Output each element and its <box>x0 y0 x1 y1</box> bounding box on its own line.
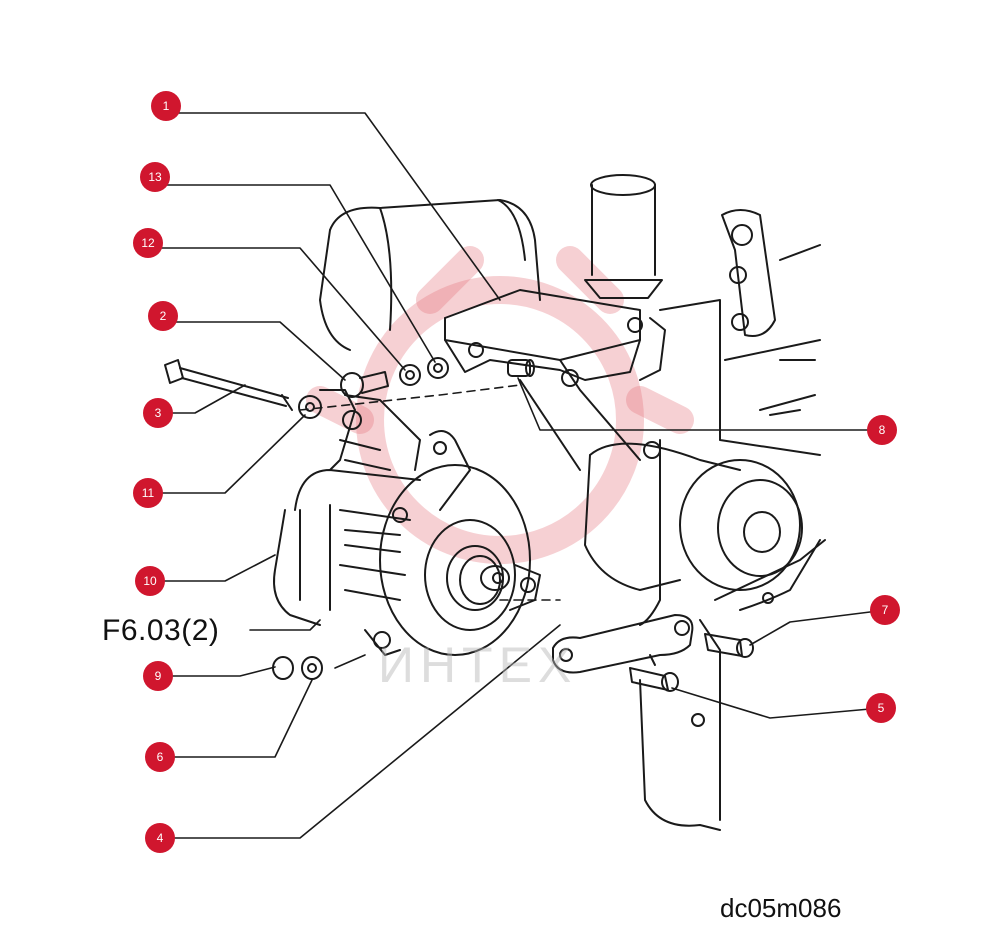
callout-5: 5 <box>866 693 896 723</box>
alignment-dash-lines <box>299 384 561 601</box>
reference-label: F6.03(2) <box>102 614 220 647</box>
callout-6: 6 <box>145 742 175 772</box>
callout-3-label: 3 <box>155 406 162 420</box>
water-pump-pulley <box>584 441 803 591</box>
callout-11: 11 <box>133 478 163 508</box>
bolt-5 <box>629 667 679 692</box>
nut-2 <box>340 371 389 398</box>
bolt-7 <box>704 633 754 658</box>
drawing-code: dc05m086 <box>720 893 842 923</box>
callout-11-label: 11 <box>142 486 155 500</box>
callout-8: 8 <box>867 415 897 445</box>
callout-2-label: 2 <box>160 309 167 323</box>
callout-1-label: 1 <box>163 99 170 113</box>
long-bolt <box>164 359 293 411</box>
callout-7-label: 7 <box>882 603 889 617</box>
callout-6-label: 6 <box>157 750 164 764</box>
upper-bracket <box>444 289 666 471</box>
leader-lines <box>147 112 886 839</box>
callout-10-label: 10 <box>143 574 157 588</box>
watermark-text: ИНТЕХ <box>378 637 578 693</box>
callout-3: 3 <box>143 398 173 428</box>
washers-12-13 <box>399 357 449 386</box>
callout-5-label: 5 <box>878 701 885 715</box>
nut-9 <box>272 656 294 680</box>
callout-1: 1 <box>151 91 181 121</box>
callout-9-label: 9 <box>155 669 162 683</box>
callout-markers: 1 13 12 2 3 11 <box>133 91 900 853</box>
adjusting-link <box>552 614 694 674</box>
callout-12-label: 12 <box>141 236 155 250</box>
callout-10: 10 <box>135 566 165 596</box>
spacer-sleeve <box>507 359 535 377</box>
washer-6 <box>301 656 323 680</box>
callout-12: 12 <box>133 228 163 258</box>
callout-4: 4 <box>145 823 175 853</box>
callout-13-label: 13 <box>148 170 162 184</box>
callout-8-label: 8 <box>879 423 886 437</box>
engine-block <box>319 174 826 831</box>
callout-2: 2 <box>148 301 178 331</box>
callout-13: 13 <box>140 162 170 192</box>
alternator <box>273 389 541 656</box>
watermark-gear-icon <box>306 246 694 564</box>
callout-9: 9 <box>143 661 173 691</box>
callout-4-label: 4 <box>157 831 164 845</box>
callout-7: 7 <box>870 595 900 625</box>
